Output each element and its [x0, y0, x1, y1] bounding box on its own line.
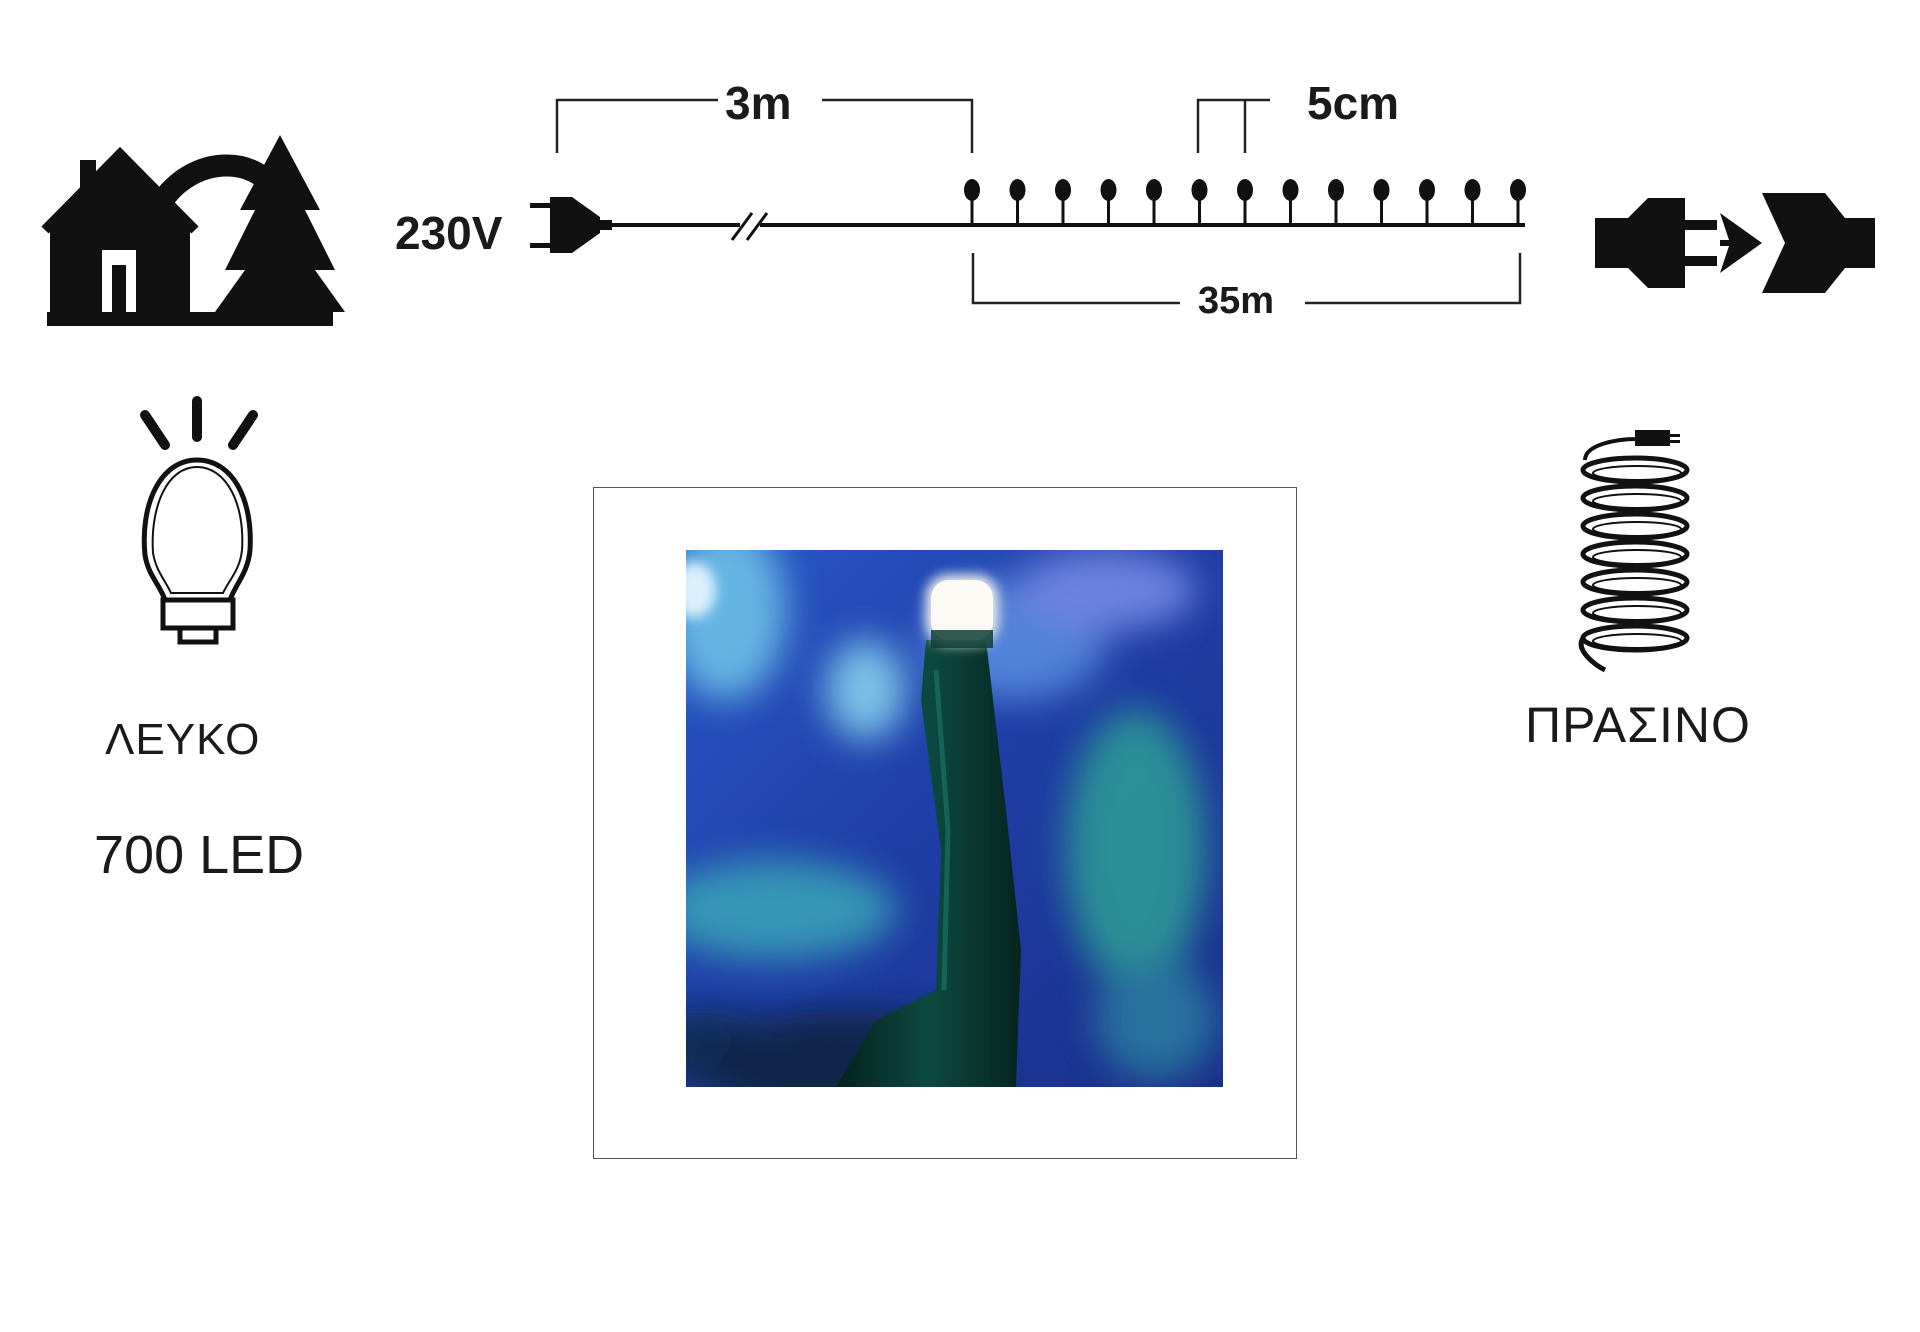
- coil-loop-inner: [1592, 577, 1682, 593]
- led-spacing-label: 5cm: [1307, 77, 1400, 129]
- coil-loop: [1580, 511, 1690, 541]
- product-photo: [686, 550, 1223, 1087]
- led-marker: [964, 179, 980, 201]
- light-string-diagram: [530, 98, 1526, 305]
- plug-icon: [530, 197, 612, 253]
- led-marker: [1328, 179, 1344, 201]
- coil-loop-inner: [1592, 605, 1682, 621]
- led-marker: [1419, 179, 1435, 201]
- led-marker: [1464, 179, 1481, 201]
- led-marker: [1282, 179, 1299, 201]
- cable-coil-icon: [1578, 430, 1690, 673]
- coil-loop: [1580, 595, 1690, 625]
- coil-loop-inner: [1592, 465, 1682, 481]
- coil-loop-inner: [1592, 549, 1682, 565]
- coil-loop: [1580, 483, 1690, 513]
- connectable-plug-icon: [1595, 193, 1875, 293]
- cable-color-label: ΠΡΑΣΙΝΟ: [1525, 697, 1751, 753]
- coil-loop-inner: [1592, 493, 1682, 509]
- led-count-label: 700 LED: [94, 825, 305, 885]
- lead-cable-length-label: 3m: [725, 77, 792, 129]
- led-bulb-icon: [140, 396, 258, 645]
- coil-loop-inner: [1592, 633, 1682, 649]
- coil-tail: [1578, 636, 1607, 673]
- led-marker: [1146, 179, 1162, 201]
- coil-loop: [1580, 539, 1690, 569]
- led-marker: [1237, 179, 1253, 201]
- led-marker: [1373, 179, 1390, 201]
- led-marker: [1055, 179, 1071, 201]
- voltage-label: 230V: [395, 207, 503, 259]
- lit-length-label: 35m: [1198, 280, 1275, 322]
- led-marker: [1100, 179, 1117, 201]
- led-marker: [1009, 179, 1026, 201]
- led-marker: [1191, 179, 1208, 201]
- coil-loop: [1580, 567, 1690, 597]
- led-marker: [1510, 179, 1526, 201]
- coil-loop-inner: [1592, 521, 1682, 537]
- color-label: ΛΕΥΚΟ: [105, 715, 261, 764]
- house-tree-icon: [41, 135, 345, 326]
- coil-loop: [1580, 455, 1690, 485]
